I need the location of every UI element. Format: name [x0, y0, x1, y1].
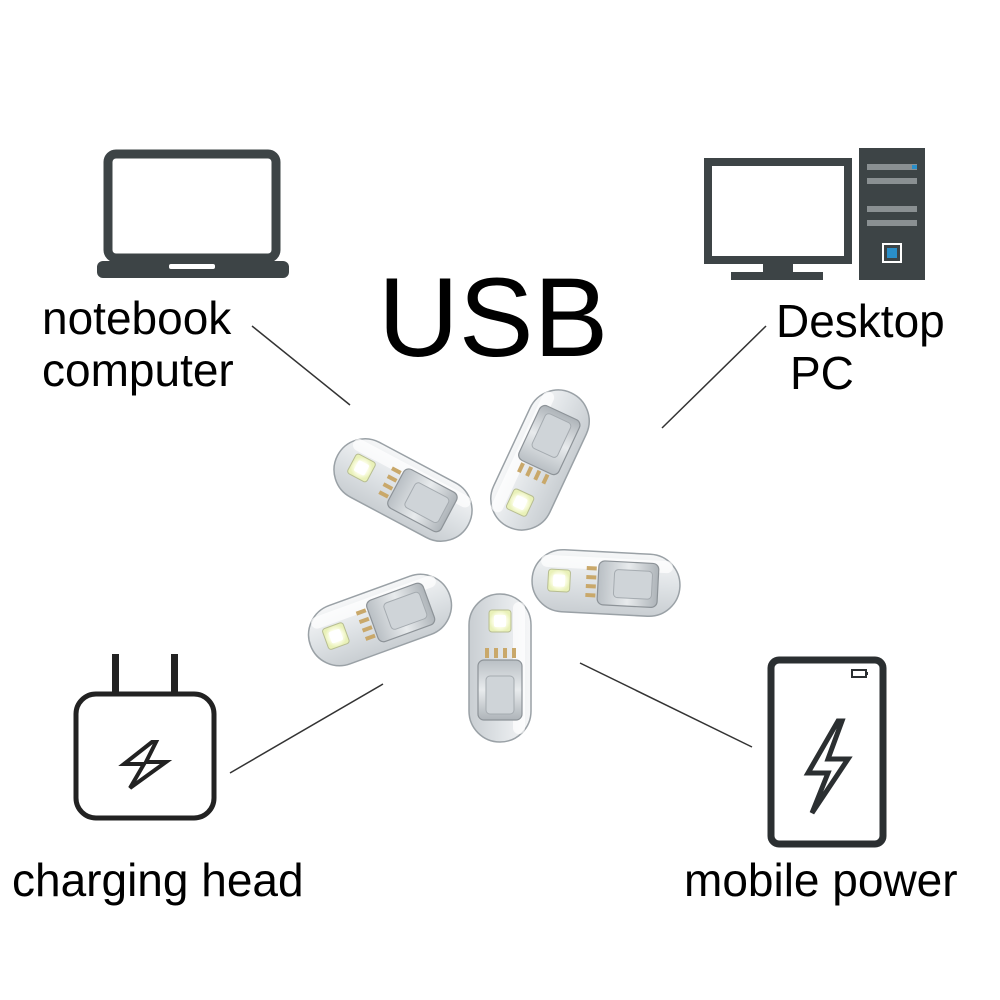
usb-contact [485, 648, 489, 658]
charging-head-label: charging head [12, 854, 304, 906]
desktop-label-line2: PC [790, 346, 854, 399]
led-emitter [328, 628, 343, 644]
power-bank-icon [767, 656, 887, 848]
usb-contact [533, 469, 542, 481]
usb-contact [390, 466, 402, 475]
led-emitter [494, 615, 506, 627]
notebook-computer-label: notebook computer [42, 292, 234, 396]
usb-contact [586, 574, 597, 580]
usb-contact [541, 473, 550, 485]
usb-plug-opening [531, 413, 572, 458]
usb-contact [382, 482, 394, 491]
usb-contact [358, 616, 370, 625]
connector-line-charging [229, 683, 384, 774]
mobile-power-label: mobile power [684, 854, 958, 906]
connector-line-mobile [579, 662, 753, 748]
desktop-label-line1: Desktop [776, 295, 945, 347]
usb-led-light [531, 548, 681, 618]
wall-charger-icon [73, 654, 217, 821]
usb-contact [355, 608, 367, 616]
led-emitter [354, 460, 369, 476]
usb-led-light [468, 593, 532, 743]
usb-contact [364, 633, 376, 641]
desktop-pc-label: Desktop PC [776, 295, 945, 399]
usb-contact [503, 648, 507, 658]
notebook-label-line2: computer [42, 343, 234, 396]
usb-contact [378, 490, 390, 499]
usb-contact [517, 462, 525, 474]
page-title: USB [378, 255, 609, 380]
usb-led-light [490, 389, 590, 531]
usb-plug-opening [383, 591, 428, 630]
led-emitter [512, 495, 528, 510]
usb-contact [585, 592, 596, 598]
usb-led-light [333, 438, 473, 542]
usb-plug-opening [485, 675, 515, 715]
usb-contact [585, 583, 596, 589]
laptop-icon [97, 149, 289, 278]
usb-led-light [307, 573, 453, 667]
usb-plug-opening [612, 569, 653, 600]
usb-plug-opening [404, 482, 450, 524]
usb-contact [494, 648, 498, 658]
usb-contact [586, 565, 597, 571]
desktop-computer-icon [704, 148, 925, 280]
usb-contact [525, 466, 534, 477]
usb-contact [512, 648, 516, 658]
connector-line-desktop [661, 325, 767, 429]
usb-contact [386, 474, 398, 483]
notebook-label-line1: notebook [42, 292, 232, 344]
usb-contact [361, 625, 373, 633]
led-emitter [552, 574, 566, 587]
connector-line-notebook [251, 325, 351, 406]
